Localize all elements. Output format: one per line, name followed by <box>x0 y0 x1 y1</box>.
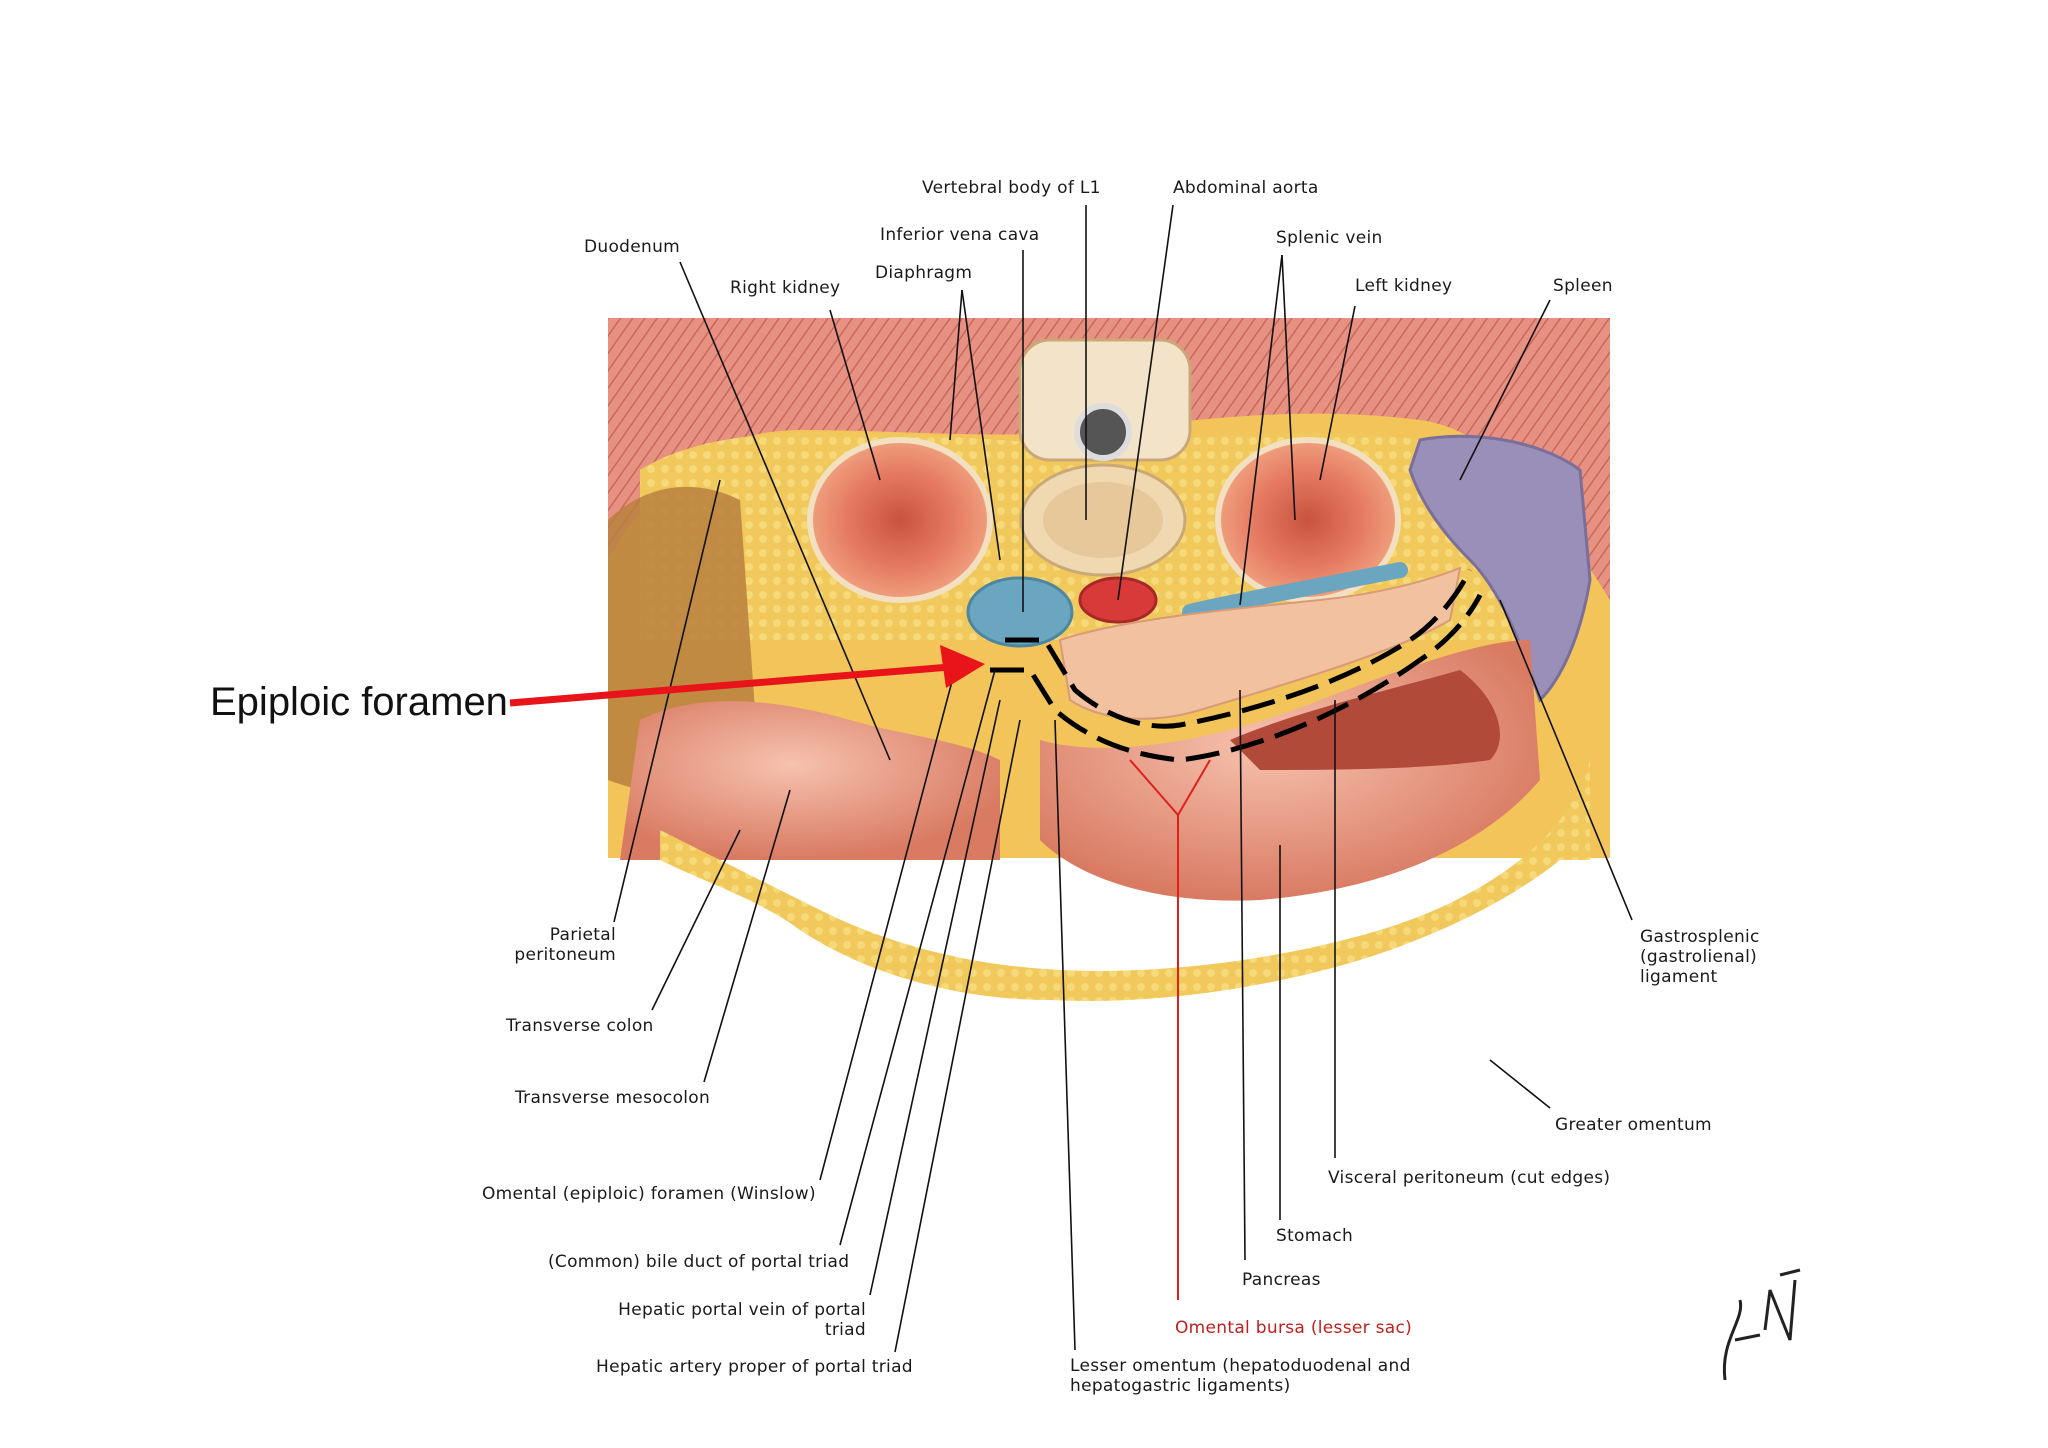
bowel-shape <box>620 701 1000 860</box>
label-gastrosplenic-ligament: Gastrosplenic (gastrolienal) ligament <box>1640 927 1760 987</box>
back-muscles <box>608 318 1610 600</box>
signature-mark <box>1722 1268 1801 1381</box>
splenic-vein-shape <box>1182 562 1408 620</box>
vertebra-l1 <box>1018 338 1192 577</box>
label-transverse-mesocolon: Transverse mesocolon <box>515 1088 711 1108</box>
epiploic-foramen-callout: Epiploic foramen <box>210 680 508 724</box>
label-visceral-peritoneum: Visceral peritoneum (cut edges) <box>1328 1168 1611 1188</box>
left-kidney-shape <box>1215 437 1401 603</box>
label-lesser-omentum: Lesser omentum (hepatoduodenal and hepat… <box>1070 1356 1411 1396</box>
omental-bursa-outline-lower <box>990 593 1483 763</box>
cross-section <box>608 318 1610 1001</box>
label-abdominal-aorta: Abdominal aorta <box>1173 178 1319 198</box>
spleen-shape <box>1408 434 1592 703</box>
omental-bursa-leader <box>1129 759 1211 1300</box>
label-transverse-colon: Transverse colon <box>506 1016 654 1036</box>
label-right-kidney: Right kidney <box>730 278 841 298</box>
label-spleen: Spleen <box>1553 276 1613 296</box>
label-omental-bursa: Omental bursa (lesser sac) <box>1175 1318 1413 1338</box>
label-duodenum: Duodenum <box>584 237 681 257</box>
label-omental-foramen: Omental (epiploic) foramen (Winslow) <box>482 1184 816 1204</box>
omentum-fringe <box>660 760 1590 1001</box>
label-stomach: Stomach <box>1276 1226 1354 1246</box>
label-diaphragm: Diaphragm <box>875 263 973 283</box>
vena-cava-shape <box>966 576 1074 648</box>
label-hepatic-artery: Hepatic artery proper of portal triad <box>596 1357 913 1377</box>
label-inferior-vena-cava: Inferior vena cava <box>880 225 1040 245</box>
label-bile-duct: (Common) bile duct of portal triad <box>548 1252 850 1272</box>
label-parietal-peritoneum: Parietal peritoneum <box>514 925 616 965</box>
label-greater-omentum: Greater omentum <box>1555 1115 1712 1135</box>
label-splenic-vein: Splenic vein <box>1276 228 1383 248</box>
epiploic-foramen-arrow <box>509 645 985 707</box>
label-portal-vein: Hepatic portal vein of portal triad <box>618 1300 866 1340</box>
omental-bursa-outline <box>1005 568 1473 729</box>
right-kidney-shape <box>807 437 993 603</box>
stomach-interior <box>1230 670 1500 770</box>
label-vertebral-body: Vertebral body of L1 <box>922 178 1101 198</box>
label-left-kidney: Left kidney <box>1355 276 1453 296</box>
label-pancreas: Pancreas <box>1242 1270 1321 1290</box>
